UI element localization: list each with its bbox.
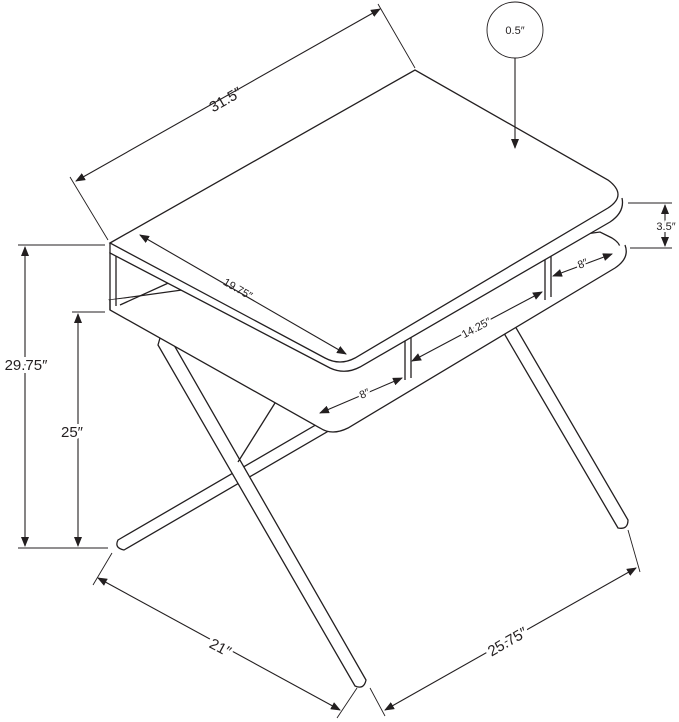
- label-base-width: 25.75″: [485, 624, 531, 660]
- label-overall-height: 29.75″: [5, 357, 49, 374]
- dimension-lines: [18, 1, 672, 719]
- label-top-thickness: 0.5″: [505, 25, 524, 37]
- label-leg-clearance-height: 25″: [61, 424, 84, 441]
- label-shelf-gap: 3.5″: [656, 221, 675, 233]
